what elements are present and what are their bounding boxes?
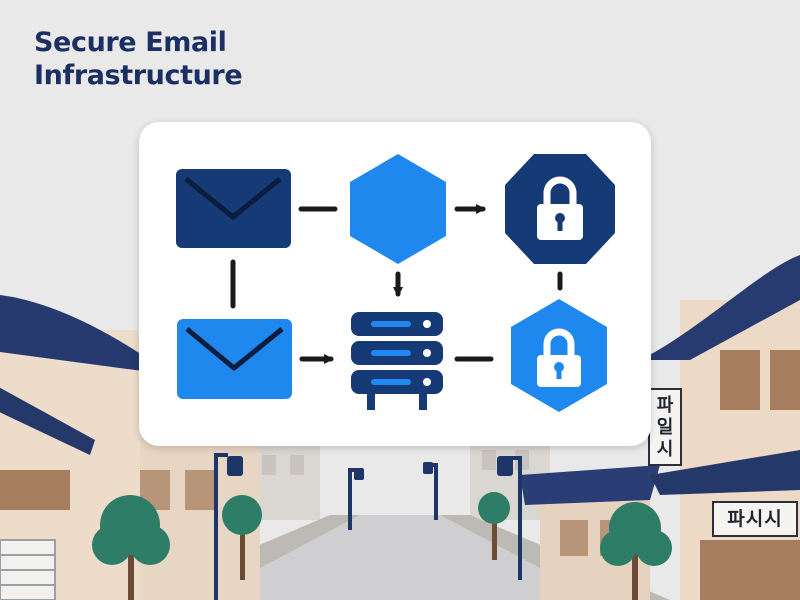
horizontal-shop-sign: 파시시 [712,501,798,537]
vertical-shop-sign: 파일시 [648,388,682,466]
envelope-icon [176,169,291,248]
hexagon-icon [350,154,446,264]
tree-right [600,502,672,600]
tree-left [92,495,170,600]
lock-hexagon-icon [511,299,607,412]
right-building-near [640,255,800,600]
diagram-card [139,122,651,446]
title-line-2: Infrastructure [34,60,243,91]
title-line-1: Secure Email [34,27,227,58]
street-lamp-heads [227,456,513,480]
page-title: Secure Email Infrastructure [34,26,243,92]
email-flow-diagram [176,154,615,412]
tree-right-small [478,492,510,560]
server-icon [351,312,443,410]
tree-left-small [222,495,262,580]
road [200,515,600,600]
envelope-icon [177,319,292,399]
lock-octagon-icon [505,154,615,264]
connections [230,204,563,364]
distant-building-windows [262,450,529,475]
